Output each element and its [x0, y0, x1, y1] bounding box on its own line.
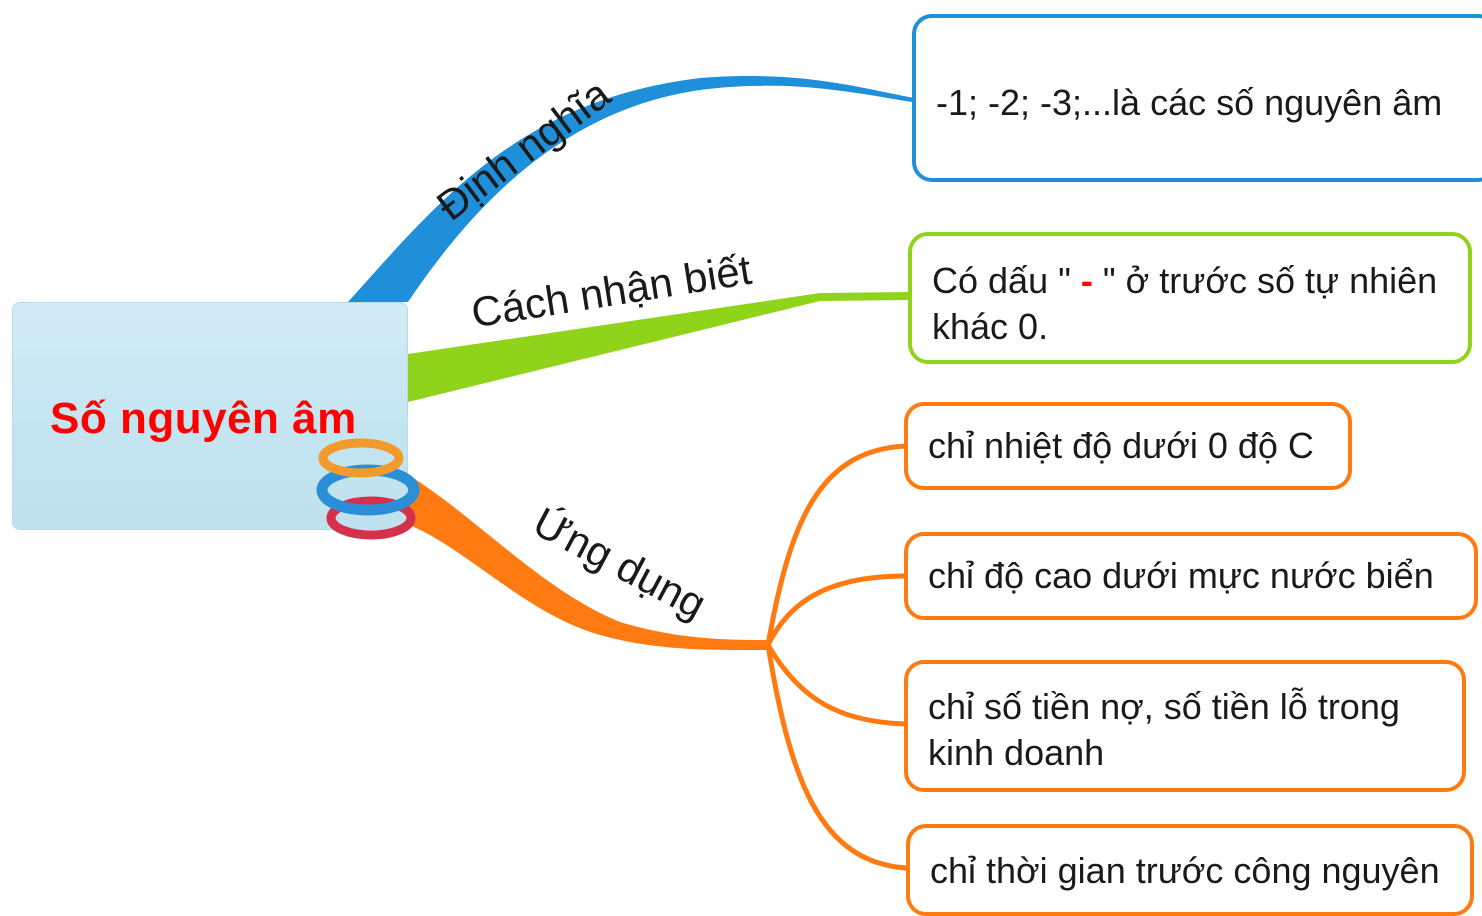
application-sub-line-1 — [765, 443, 909, 648]
application-sub-line-4 — [765, 642, 909, 871]
mindmap-rings-icon — [316, 438, 420, 540]
application-sub-line-2 — [765, 573, 909, 648]
application-item-3[interactable]: chỉ số tiền nợ, số tiền lỗ trong kinh do… — [904, 660, 1466, 792]
application-item-4-text: chỉ thời gian trước công nguyên — [930, 850, 1440, 891]
minus-sign: - — [1080, 260, 1093, 301]
application-item-4[interactable]: chỉ thời gian trước công nguyên — [906, 824, 1474, 916]
application-item-3-text-line2: kinh doanh — [928, 732, 1105, 773]
definition-text: -1; -2; -3;...là các số nguyên âm — [936, 82, 1443, 123]
application-item-1-text: chỉ nhiệt độ dưới 0 độ C — [928, 425, 1314, 466]
recognition-text-line2: khác 0. — [932, 306, 1049, 347]
application-branch-line — [396, 470, 768, 651]
central-topic-title: Số nguyên âm — [50, 394, 357, 443]
recognition-branch-line — [408, 292, 912, 402]
definition-box[interactable]: -1; -2; -3;...là các số nguyên âm — [912, 14, 1482, 182]
central-topic-box[interactable] — [12, 302, 408, 530]
application-item-3-text-line1: chỉ số tiền nợ, số tiền lỗ trong — [928, 686, 1400, 727]
recognition-text-line1: Có dấu " - " ở trước số tự nhiên — [932, 260, 1438, 301]
application-item-1[interactable]: chỉ nhiệt độ dưới 0 độ C — [904, 402, 1352, 490]
application-sub-line-3 — [765, 642, 909, 727]
application-item-2[interactable]: chỉ độ cao dưới mực nước biển — [904, 532, 1478, 620]
application-item-2-text: chỉ độ cao dưới mực nước biển — [928, 555, 1434, 596]
definition-branch-line — [348, 76, 914, 302]
recognition-box[interactable]: Có dấu " - " ở trước số tự nhiên khác 0. — [908, 232, 1472, 364]
